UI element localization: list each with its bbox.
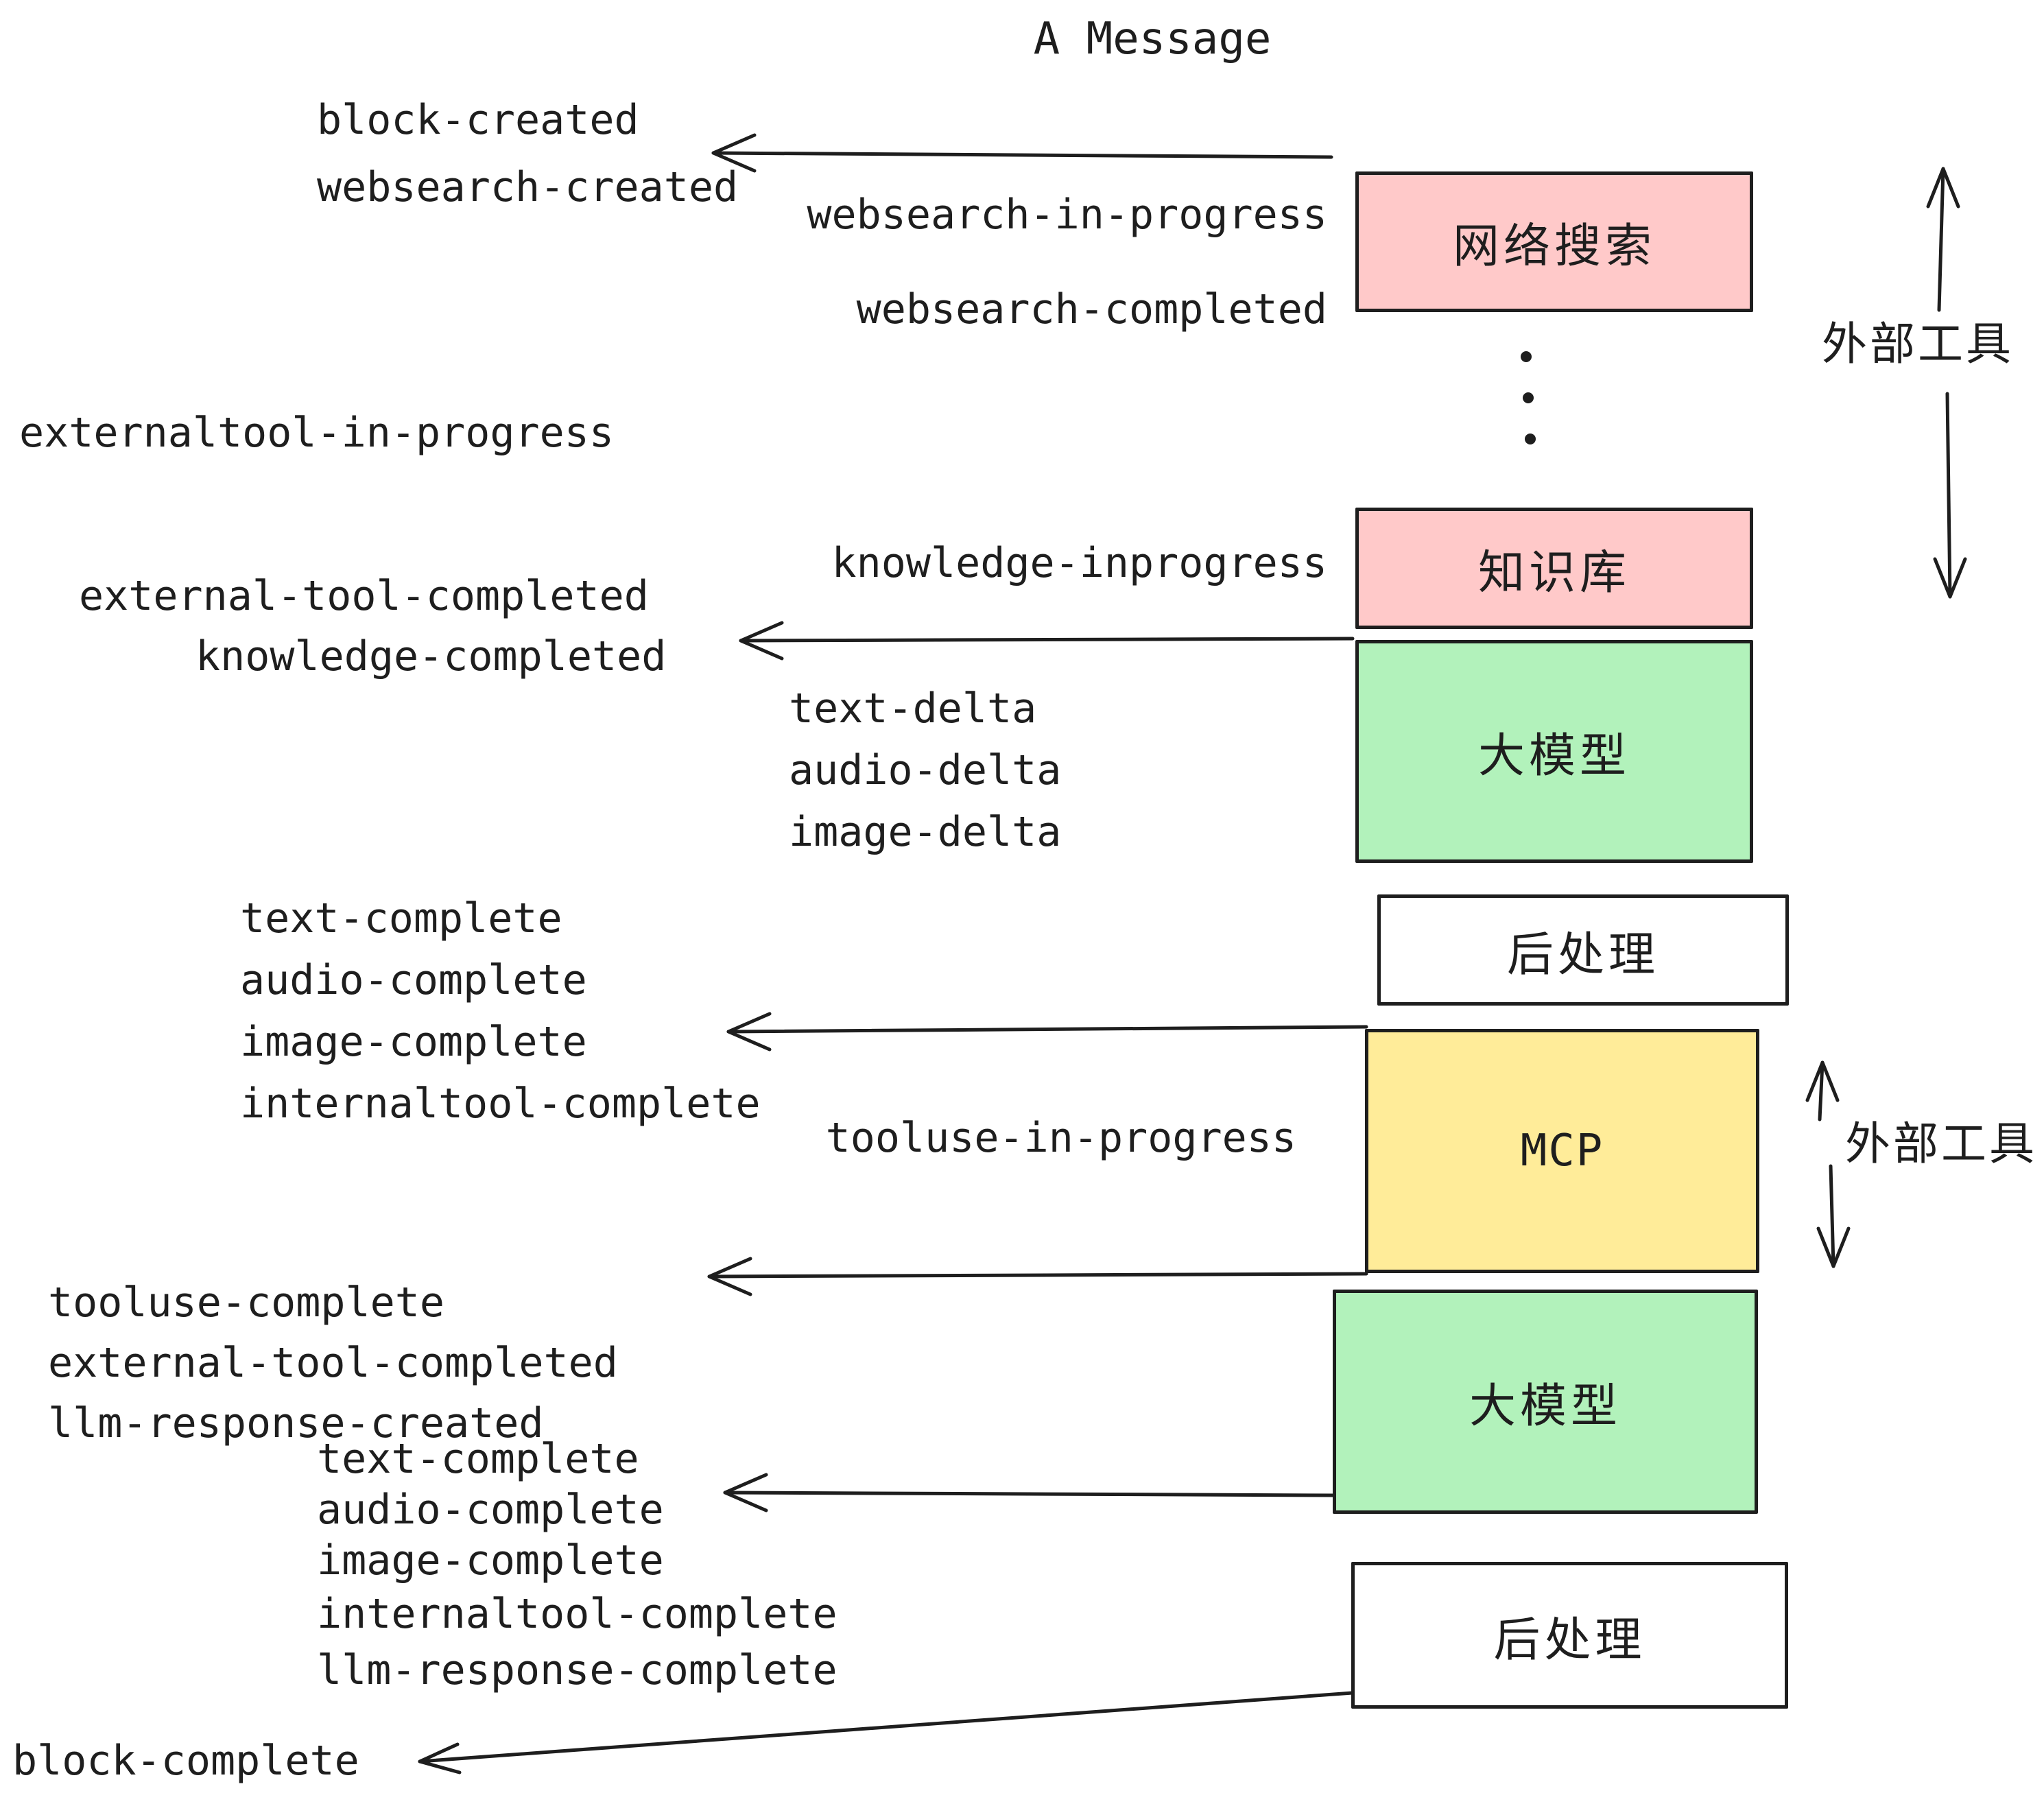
event-tooluse-in-progress: tooluse-in-progress — [825, 1114, 1296, 1162]
box-llm-bottom: 大模型 — [1333, 1290, 1758, 1514]
event-llm-response-created: llm-response-created — [48, 1399, 544, 1447]
arrow-block-complete — [418, 1691, 1355, 1775]
ellipsis-dots — [1521, 351, 1536, 444]
box-knowledge-base-label: 知识库 — [1477, 546, 1630, 600]
external-tools-mcp-down-arrow — [1816, 1164, 1851, 1268]
arrow-image-complete — [726, 1012, 1368, 1052]
box-postprocess-top: 后处理 — [1377, 894, 1789, 1006]
box-mcp: MCP — [1365, 1029, 1759, 1273]
arrow-audio-complete — [723, 1473, 1336, 1512]
box-llm-bottom-label: 大模型 — [1469, 1379, 1621, 1434]
event-text-delta: text-delta — [789, 685, 1037, 733]
external-tools-top-down-arrow — [1933, 392, 1967, 599]
box-mcp-label: MCP — [1520, 1126, 1604, 1176]
box-websearch-label: 网络搜索 — [1452, 219, 1656, 274]
box-knowledge-base: 知识库 — [1355, 508, 1753, 629]
event-text-complete: text-complete — [317, 1435, 639, 1483]
box-postprocess-top-label: 后处理 — [1506, 927, 1659, 982]
event-llm-response-complete: llm-response-complete — [317, 1646, 837, 1694]
diagram-title: A Message — [1033, 14, 1272, 64]
event-externaltool-in-progress: externaltool-in-progress — [19, 409, 614, 457]
event-audio-delta: audio-delta — [789, 746, 1062, 794]
external-tools-top-up-arrow — [1926, 167, 1960, 312]
arrow-knowledge-completed — [739, 621, 1355, 661]
box-websearch: 网络搜索 — [1355, 171, 1753, 312]
event-image-complete: image-complete — [240, 1018, 587, 1066]
event-block-created: block-created — [317, 96, 639, 144]
event-text-complete: text-complete — [240, 894, 562, 942]
box-postprocess-bottom-label: 后处理 — [1493, 1613, 1646, 1667]
event-external-tool-completed: external-tool-completed — [48, 1339, 618, 1387]
arrow-block-created — [711, 133, 1333, 173]
event-image-complete: image-complete — [317, 1536, 664, 1585]
arrow-tooluse-complete — [707, 1257, 1368, 1296]
event-tooluse-complete: tooluse-complete — [48, 1279, 444, 1327]
external-tools-label-mcp: 外部工具 — [1845, 1117, 2037, 1170]
event-websearch-in-progress: websearch-in-progress — [807, 191, 1327, 239]
box-llm-top: 大模型 — [1355, 640, 1753, 863]
external-tools-mcp-up-arrow — [1805, 1060, 1840, 1121]
event-internaltool-complete: internaltool-complete — [240, 1080, 761, 1128]
external-tools-label-top: 外部工具 — [1822, 318, 2014, 370]
event-websearch-created: websearch-created — [317, 163, 739, 211]
event-external-tool-completed: external-tool-completed — [79, 572, 649, 620]
event-image-delta: image-delta — [789, 808, 1062, 856]
box-postprocess-bottom: 后处理 — [1351, 1562, 1788, 1709]
event-knowledge-completed: knowledge-completed — [195, 632, 667, 680]
event-websearch-completed: websearch-completed — [856, 285, 1327, 333]
event-block-complete: block-complete — [12, 1737, 359, 1785]
box-llm-top-label: 大模型 — [1477, 729, 1630, 783]
event-knowledge-inprogress: knowledge-inprogress — [831, 539, 1327, 587]
event-audio-complete: audio-complete — [317, 1486, 664, 1534]
event-internaltool-complete: internaltool-complete — [317, 1590, 837, 1638]
event-audio-complete: audio-complete — [240, 956, 587, 1004]
